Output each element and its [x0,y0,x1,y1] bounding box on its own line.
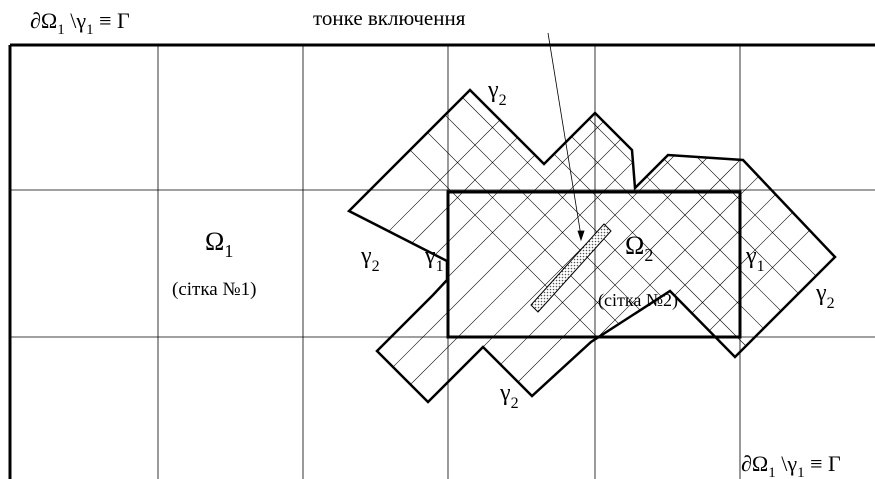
gamma2-label-left: γ2 [360,243,380,275]
grid-2-lines [349,90,835,402]
inclusion-leader [547,32,585,242]
omega2-symbol: Ω2 [625,231,653,265]
gamma2-label-top: γ2 [487,77,507,109]
gamma1-label-left: γ1 [424,243,444,275]
inclusion-label: тонке включення [313,6,466,30]
outer-domain-border [8,43,875,479]
gamma2-label-right: γ2 [815,280,835,312]
boundary-label-top: ∂Ω1 \γ1 ≡ Γ [30,8,130,38]
omega1-symbol: Ω1 [205,227,233,261]
boundary-label-bottom: ∂Ω1 \γ1 ≡ Γ [741,451,841,479]
omega2-grid-label: (сітка №2) [598,290,678,311]
thin-inclusion [530,223,612,313]
overlap-rectangle [446,190,742,339]
omega2-boundary [346,88,837,404]
omega1-grid-label: (сітка №1) [172,279,256,300]
gamma2-label-bottom: γ2 [499,380,519,412]
gamma1-label-right: γ1 [745,243,765,275]
